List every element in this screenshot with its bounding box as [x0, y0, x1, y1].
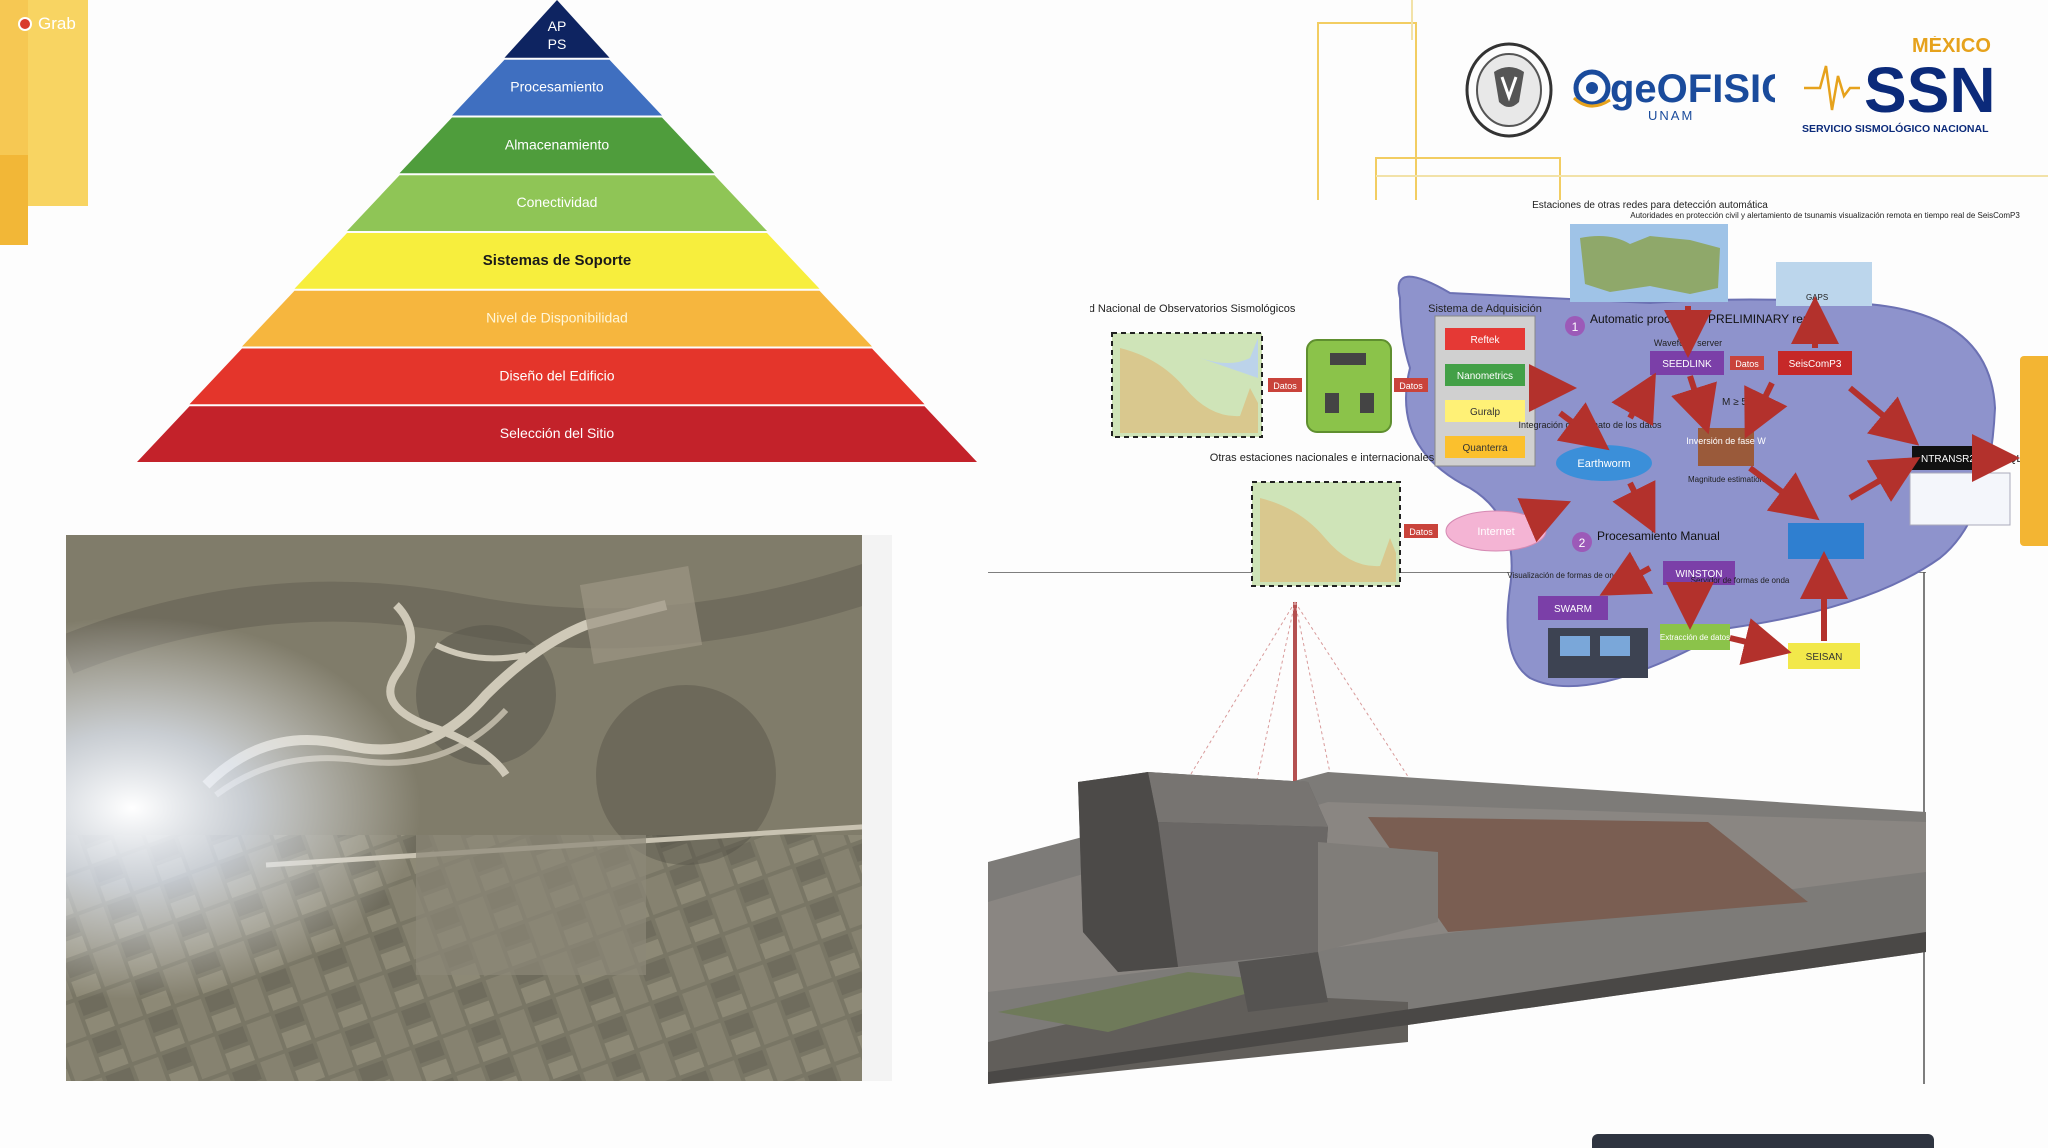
- step1-label: Automatic processing PRELIMINARY report: [1590, 312, 1824, 326]
- pyramid-label-7: Diseño del Edificio: [499, 367, 614, 383]
- label-magnitude-estimation: Magnitude estimation: [1688, 475, 1764, 484]
- label-integracion: Integración del formato de los datos: [1518, 420, 1662, 430]
- record-icon: [18, 17, 32, 31]
- adq-reftek: Reftek: [1471, 335, 1501, 346]
- ssn-wordmark: SSN: [1864, 54, 1996, 126]
- ssn-processing-diagram: Red Nacional de Observatorios Sismológic…: [1090, 200, 2022, 688]
- deco-square-2: [0, 155, 28, 245]
- datos-tag-1: Datos: [1273, 381, 1297, 391]
- label-estaciones-otras-redes: Estaciones de otras redes para detección…: [1532, 200, 1768, 211]
- seedlink-node: SEEDLINK: [1662, 359, 1712, 370]
- pyramid-label-2: Procesamiento: [510, 79, 604, 95]
- label-servidor-formas: Servidor de formas de onda: [1691, 576, 1790, 585]
- geofisica-sub: UNAM: [1648, 108, 1694, 122]
- pyramid-level-8: [137, 406, 977, 462]
- earthworm-node: Earthworm: [1577, 458, 1630, 470]
- building-render: [988, 571, 1926, 1084]
- side-panel-edge[interactable]: [2020, 356, 2048, 546]
- bottom-bar-fragment[interactable]: [1592, 1134, 1934, 1148]
- geofisica-wordmark: geOFISICA: [1610, 67, 1775, 111]
- label-visualizacion: Visualización de formas de onda: [1507, 571, 1623, 580]
- step2-label: Procesamiento Manual: [1597, 529, 1720, 543]
- extraccion-node: Extracción de datos: [1660, 633, 1730, 642]
- adq-guralp: Guralp: [1470, 407, 1500, 418]
- datos-tag-2: Datos: [1399, 381, 1423, 391]
- pyramid-label-3: Almacenamiento: [505, 136, 609, 152]
- pyramid-level-6: [242, 290, 872, 347]
- recording-label: Grab: [38, 14, 76, 33]
- pyramid-label-5: Sistemas de Soporte: [483, 252, 631, 269]
- ntransr2-node: NTRANSR2: [1921, 454, 1975, 465]
- pyramid-label-8: Selección del Sitio: [500, 425, 615, 441]
- pyramid-label-4: Conectividad: [517, 194, 598, 210]
- ssn-logo: MÉXICO SSN SERVICIO SISMOLÓGICO NACIONAL: [1800, 34, 2000, 136]
- pyramid-level-4: [347, 175, 767, 231]
- swarm-node: SWARM: [1554, 604, 1592, 615]
- internet-cloud: Internet: [1477, 526, 1514, 538]
- datos-tag-4: Datos: [1735, 359, 1759, 369]
- label-red-nacional: Red Nacional de Observatorios Sismológic…: [1090, 303, 1296, 315]
- seisan-node: SEISAN: [1806, 652, 1843, 663]
- recording-indicator[interactable]: Grab: [18, 14, 76, 34]
- step2-number: 2: [1579, 536, 1586, 550]
- ssn-subtitle: SERVICIO SISMOLÓGICO NACIONAL: [1802, 122, 1989, 135]
- pyramid-level-5: [294, 233, 820, 289]
- ssn-country: MÉXICO: [1912, 36, 1991, 57]
- inversion-node: Inversión de fase W: [1686, 436, 1766, 446]
- label-autoridades: Autoridades en protección civil y alerta…: [1630, 211, 2020, 220]
- label-gaps: GAPS: [1806, 293, 1828, 302]
- label-sistema-adquisicion: Sistema de Adquisición: [1428, 303, 1542, 315]
- label-m-threshold: M ≥ 5.2: [1722, 397, 1756, 408]
- pyramid-level-7: [189, 348, 925, 405]
- adq-quanterra: Quanterra: [1462, 443, 1507, 454]
- pyramid-level-1: [504, 0, 610, 58]
- pyramid-level-2: [452, 59, 662, 116]
- datos-tag-3: Datos: [1409, 527, 1433, 537]
- unam-logo: [1464, 42, 1554, 138]
- deco-square-3: [28, 0, 88, 206]
- geofisica-logo: geOFISICA UNAM: [1570, 58, 1819, 123]
- aerial-site-photo: [66, 535, 892, 1081]
- pyramid-label-6: Nivel de Disponibilidad: [486, 310, 628, 326]
- label-otras-estaciones: Otras estaciones nacionales e internacio…: [1210, 452, 1435, 464]
- step1-number: 1: [1572, 320, 1579, 334]
- seiscomp3-node: SeisComP3: [1789, 359, 1842, 370]
- adq-nanometrics: Nanometrics: [1457, 371, 1513, 382]
- winston-node: WINSTON: [1675, 569, 1722, 580]
- pyramid-level-3: [399, 117, 715, 174]
